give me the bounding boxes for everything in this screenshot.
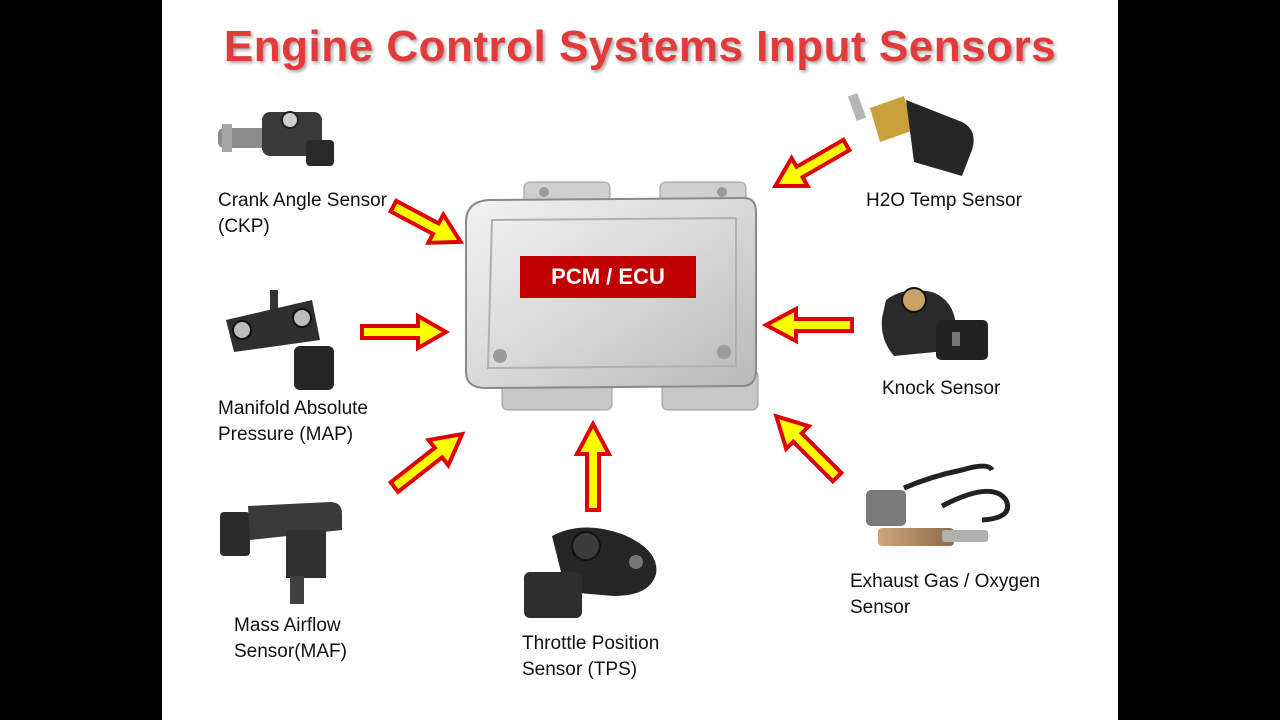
arrow-o2 [773,413,845,485]
arrow-ckp [387,198,465,245]
slide: Engine Control Systems Input Sensors [162,0,1118,720]
label-line: H2O Temp Sensor [866,190,1022,211]
tps-sensor-image [524,527,657,618]
label-line: Sensor(MAF) [234,641,347,662]
diagram-graphics [218,93,1010,618]
ecu-module-image [465,181,759,411]
arrow-tps [573,419,613,512]
label-line: Throttle Position [522,633,660,654]
slide-title: Engine Control Systems Input Sensors [223,22,1057,71]
label-line: Manifold Absolute [218,398,368,419]
o2-sensor-image [866,463,1010,546]
maf-sensor-image [220,502,342,604]
label-line: Knock Sensor [882,378,1001,399]
label-exhaust-gas-sensor: Exhaust Gas / Oxygen Sensor [850,569,1040,621]
arrow-h2o [771,137,853,189]
label-line: (CKP) [218,216,270,237]
knock-sensor-image [881,287,988,360]
label-map-sensor: Manifold Absolute Pressure (MAP) [218,396,368,448]
label-tps-sensor: Throttle Position Sensor (TPS) [522,631,659,683]
label-knock-sensor: Knock Sensor [882,376,1000,402]
label-line: Pressure (MAP) [218,424,354,445]
ecu-label: PCM / ECU [520,256,696,298]
label-maf-sensor: Mass Airflow Sensor(MAF) [234,613,347,665]
label-h2o-temp-sensor: H2O Temp Sensor [866,188,1022,214]
label-line: Crank Angle Sensor [218,190,387,211]
arrow-maf [387,431,466,495]
label-crank-angle-sensor: Crank Angle Sensor (CKP) [218,188,387,240]
arrow-knock [761,305,854,345]
label-line: Mass Airflow [234,615,341,636]
map-sensor-image [226,290,334,390]
arrows [360,137,854,512]
crank-sensor-image [218,111,334,166]
label-line: Sensor [850,597,911,618]
label-line: Sensor (TPS) [522,659,638,680]
h2o-temp-sensor-image [847,93,974,176]
arrow-map [360,312,451,352]
label-line: Exhaust Gas / Oxygen [850,571,1041,592]
